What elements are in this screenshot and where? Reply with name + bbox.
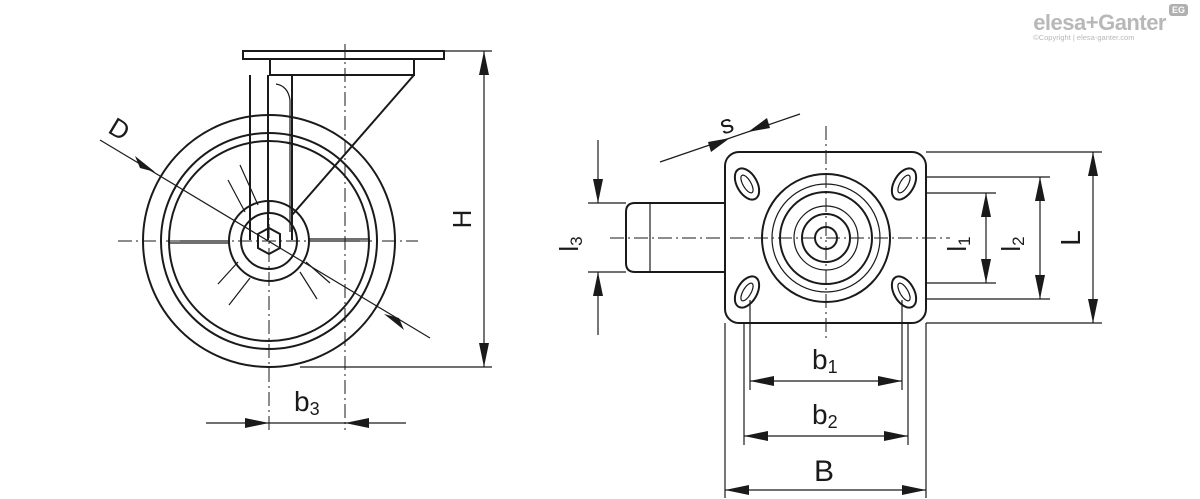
dim-B-arrow-left xyxy=(725,485,749,495)
dim-D-arrow-2 xyxy=(384,314,404,330)
dim-s-arrow-2 xyxy=(748,118,770,132)
logo-brand: elesa+Ganter xyxy=(1033,10,1166,35)
dim-b3-arrow-right xyxy=(345,418,369,428)
elesa-ganter-logo: elesa+Ganter EG ©Copyright | elesa-gante… xyxy=(1033,4,1188,42)
logo-badge: EG xyxy=(1168,4,1188,16)
label-b3: b3 xyxy=(294,386,320,419)
label-s: s xyxy=(716,108,738,141)
label-b2: b2 xyxy=(812,399,838,432)
label-l1: l1 xyxy=(942,236,974,251)
label-b3-sub: 3 xyxy=(310,399,320,419)
logo-copyright: ©Copyright | elesa-ganter.com xyxy=(1033,33,1135,42)
label-B: B xyxy=(814,455,834,488)
dim-b2-arrow-right xyxy=(884,431,908,441)
dim-l3-arrow-top xyxy=(593,179,603,203)
dim-H-arrow-bottom xyxy=(479,343,489,367)
label-l3: l3 xyxy=(554,236,586,251)
dim-b1-arrow-right xyxy=(878,376,902,386)
label-b2-sub: 2 xyxy=(828,412,838,432)
dim-l3-arrow-bottom xyxy=(593,272,603,296)
label-l1-base: l xyxy=(942,246,972,252)
dim-l2-arrow-top xyxy=(1035,177,1045,201)
dim-l1-arrow-bottom xyxy=(981,259,991,283)
label-L: L xyxy=(1055,230,1086,246)
label-l2: l2 xyxy=(996,236,1028,251)
dim-b3-arrow-left xyxy=(245,418,269,428)
plate-base xyxy=(269,59,415,76)
side-view: D H b3 xyxy=(99,44,492,430)
label-l3-sub: 3 xyxy=(567,236,586,245)
top-plate xyxy=(242,50,445,60)
dim-D-line xyxy=(99,139,431,339)
dim-s-arrow-1 xyxy=(708,138,730,152)
dim-l1-arrow-top xyxy=(981,193,991,217)
label-l2-sub: 2 xyxy=(1009,236,1028,245)
label-b2-base: b xyxy=(812,399,828,430)
top-view: s l3 l1 l2 L xyxy=(554,108,1102,498)
label-H: H xyxy=(447,210,477,229)
dim-b2-arrow-left xyxy=(744,431,768,441)
stem xyxy=(625,202,725,273)
label-D: D xyxy=(104,111,136,146)
fork-inner xyxy=(275,83,291,232)
label-b1-base: b xyxy=(812,344,828,375)
fork xyxy=(249,74,415,240)
label-l3-base: l xyxy=(554,246,584,252)
dim-L-arrow-top xyxy=(1088,152,1098,176)
dim-l2-arrow-bottom xyxy=(1035,275,1045,299)
label-l1-sub: 1 xyxy=(955,236,974,245)
dim-B-arrow-right xyxy=(902,485,926,495)
dim-D-arrow-1 xyxy=(135,156,155,172)
label-b1-sub: 1 xyxy=(828,357,838,377)
dim-L-arrow-bottom xyxy=(1088,299,1098,323)
label-b1: b1 xyxy=(812,344,838,377)
dim-b1-arrow-left xyxy=(750,376,774,386)
dim-H-arrow-top xyxy=(479,51,489,75)
label-b3-base: b xyxy=(294,386,310,417)
bolt-slots xyxy=(733,167,918,309)
label-l2-base: l xyxy=(996,246,1026,252)
